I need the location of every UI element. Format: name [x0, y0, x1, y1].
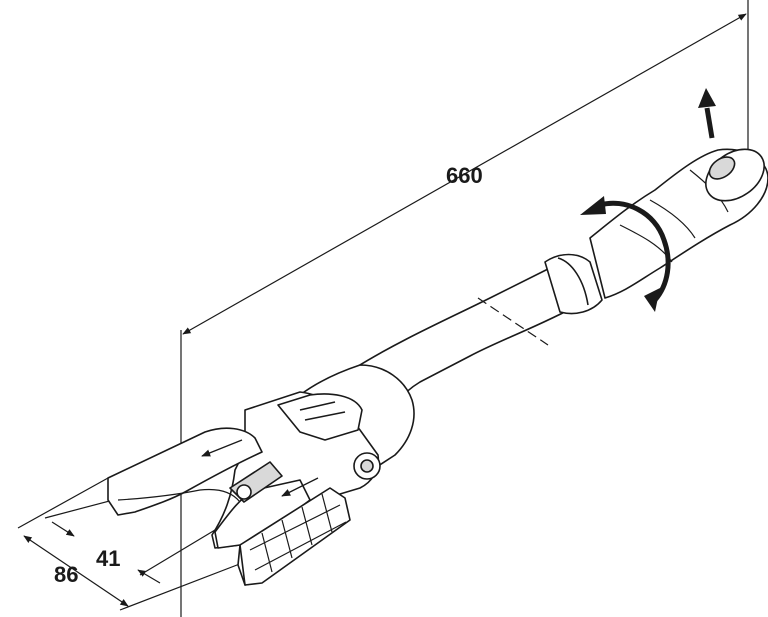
- dimension-label-86: 86: [54, 562, 78, 587]
- handle-collar-ring: [557, 257, 589, 306]
- extension-line-86-top: [17, 477, 109, 529]
- handle-collar: [544, 253, 603, 315]
- direction-arrow-icon: [201, 439, 319, 497]
- dimension-line-41: [51, 521, 75, 537]
- tool: [107, 148, 768, 586]
- extension-line-86-bottom: [119, 559, 251, 611]
- handle-grip-facet-2: [649, 199, 696, 239]
- jaw-upper: [107, 427, 263, 516]
- jaw-slot-inner: [117, 488, 241, 503]
- dimension-line-86: [23, 535, 129, 607]
- handle-end-recess: [708, 156, 736, 180]
- latch-slot: [299, 401, 346, 421]
- dimension-label-41: 41: [96, 546, 120, 571]
- rotation-arrow-icon: [580, 196, 671, 312]
- dimension-line-660: [182, 13, 747, 335]
- dimension-line-41b: [137, 569, 161, 584]
- pull-up-arrow-icon: [698, 88, 716, 139]
- side-plate-ribs: [249, 493, 347, 573]
- pivot-bolt-center: [360, 459, 374, 473]
- side-plate: [239, 487, 351, 586]
- dimension-label-660: 660: [446, 163, 483, 188]
- extension-line-41-bottom: [139, 529, 216, 576]
- jaw-roller: [229, 461, 283, 503]
